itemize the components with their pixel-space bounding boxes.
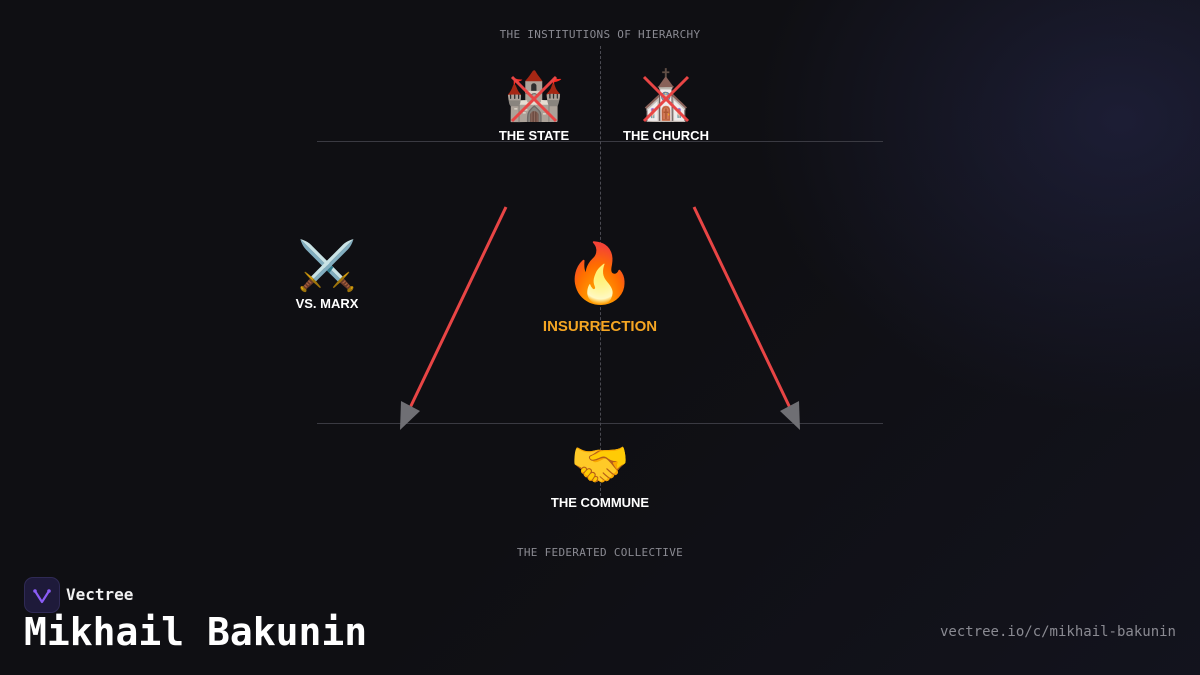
handshake-icon: 🤝 (570, 437, 630, 493)
fire-icon: 🔥 (563, 239, 637, 307)
page-url[interactable]: vectree.io/c/mikhail-bakunin (939, 624, 1176, 640)
arrow-left-line (407, 206, 508, 411)
node-vs-marx: ⚔️ VS. MARX (277, 238, 377, 311)
cross-out-icon (510, 75, 558, 123)
vectree-logo-icon (24, 577, 60, 613)
page-title: Mikhail Bakunin (24, 610, 368, 654)
center-axis-line (600, 46, 601, 506)
brand-name: Vectree (66, 585, 134, 604)
node-the-state: 🏰 THE STATE (484, 70, 584, 143)
node-label-marx: VS. MARX (295, 296, 359, 311)
arrow-left-head (400, 401, 420, 430)
node-the-commune: 🤝 THE COMMUNE (530, 437, 670, 510)
cross-out-icon (642, 75, 690, 123)
node-insurrection: 🔥 INSURRECTION (520, 238, 680, 335)
crossed-swords-icon: ⚔️ (297, 238, 357, 294)
caption-top: THE INSTITUTIONS OF HIERARCHY (499, 28, 701, 41)
node-label-commune: THE COMMUNE (550, 495, 650, 510)
arrow-right-line (692, 206, 793, 411)
node-label-church: THE CHURCH (623, 128, 709, 143)
node-the-church: ⛪ THE CHURCH (606, 70, 726, 143)
node-label-state: THE STATE (498, 128, 570, 143)
arrow-right-head (780, 401, 800, 430)
caption-bottom: THE FEDERATED COLLECTIVE (516, 546, 684, 559)
node-label-insurrection: INSURRECTION (542, 318, 658, 335)
